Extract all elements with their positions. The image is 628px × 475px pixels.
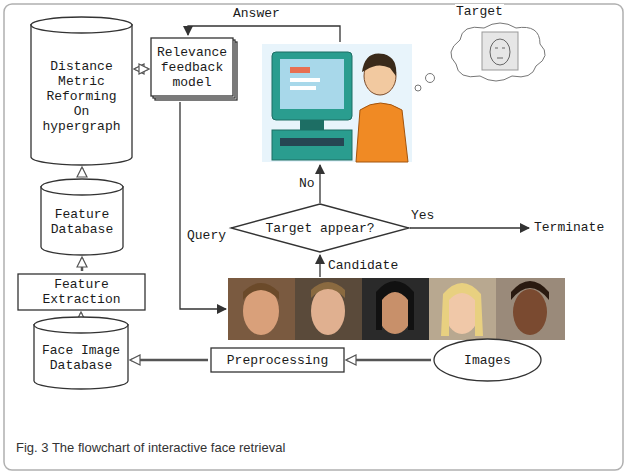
node-text-group: Relevance feedback model bbox=[156, 45, 228, 90]
node-shape bbox=[34, 324, 128, 389]
node-text-group: Target appear? bbox=[265, 221, 374, 236]
node-label: Face Image Database bbox=[40, 343, 122, 373]
flow-connector bbox=[347, 359, 431, 362]
node-text-group: Images bbox=[464, 353, 511, 368]
node-text-group: Preprocessing bbox=[227, 353, 328, 368]
frame bbox=[4, 4, 623, 470]
decision-diamond: Target appear? bbox=[230, 203, 410, 253]
flow-connector bbox=[80, 313, 83, 314]
flow-connector bbox=[135, 68, 148, 71]
node-label: Target appear? bbox=[265, 221, 374, 236]
node-label: Feature Extraction bbox=[22, 277, 141, 307]
figure-caption: Fig. 3 The flowchart of interactive face… bbox=[16, 440, 285, 456]
process-box: Feature Extraction bbox=[17, 273, 146, 311]
node-text-group: Feature Database bbox=[47, 207, 117, 237]
node-label: Preprocessing bbox=[227, 353, 328, 368]
input-ellipse: Images bbox=[433, 338, 542, 382]
flow-connector bbox=[81, 258, 84, 271]
node-shape bbox=[231, 204, 409, 252]
node-label: Distance Metric Reforming On hypergraph bbox=[37, 59, 126, 134]
candidate-faces bbox=[228, 278, 565, 340]
process-box: Preprocessing bbox=[210, 347, 345, 373]
node-shape bbox=[41, 179, 123, 195]
node-label: Images bbox=[464, 353, 511, 368]
node-shape bbox=[151, 38, 233, 96]
node-text-group: Face Image Database bbox=[40, 343, 122, 373]
flow-label: Query bbox=[186, 228, 227, 243]
flow-connector bbox=[81, 168, 84, 176]
node-text-group: Distance Metric Reforming On hypergraph bbox=[37, 59, 126, 134]
storage-cylinder: Feature Database bbox=[40, 178, 124, 256]
flow-connector bbox=[131, 359, 208, 362]
no-arrow bbox=[319, 165, 320, 203]
process-box: Relevance feedback model bbox=[150, 37, 238, 101]
node-text-group: Feature Extraction bbox=[22, 277, 141, 307]
node-shape bbox=[34, 317, 128, 333]
node-shape bbox=[31, 17, 132, 33]
storage-cylinder: Distance Metric Reforming On hypergraph bbox=[30, 16, 133, 166]
node-label: Feature Database bbox=[47, 207, 117, 237]
node-label: Relevance feedback model bbox=[156, 45, 228, 90]
storage-cylinder: Face Image Database bbox=[33, 316, 129, 390]
node-shape bbox=[41, 186, 123, 255]
flow-label: No bbox=[298, 176, 316, 191]
flow-label: Yes bbox=[410, 208, 435, 223]
node-shape bbox=[434, 339, 541, 381]
flow-label: Answer bbox=[232, 6, 281, 21]
flow-label: Target bbox=[455, 4, 504, 19]
candidate-arrow bbox=[319, 255, 320, 277]
query-arrow bbox=[180, 102, 226, 309]
flow-label: Terminate bbox=[533, 220, 605, 235]
flow-label: Candidate bbox=[327, 258, 399, 273]
node-shape bbox=[18, 274, 145, 310]
node-shape bbox=[31, 24, 132, 165]
user-computer-picture bbox=[262, 44, 412, 162]
node-shape bbox=[211, 348, 344, 372]
yes-arrow bbox=[410, 227, 529, 228]
thought-bubble bbox=[415, 23, 545, 91]
